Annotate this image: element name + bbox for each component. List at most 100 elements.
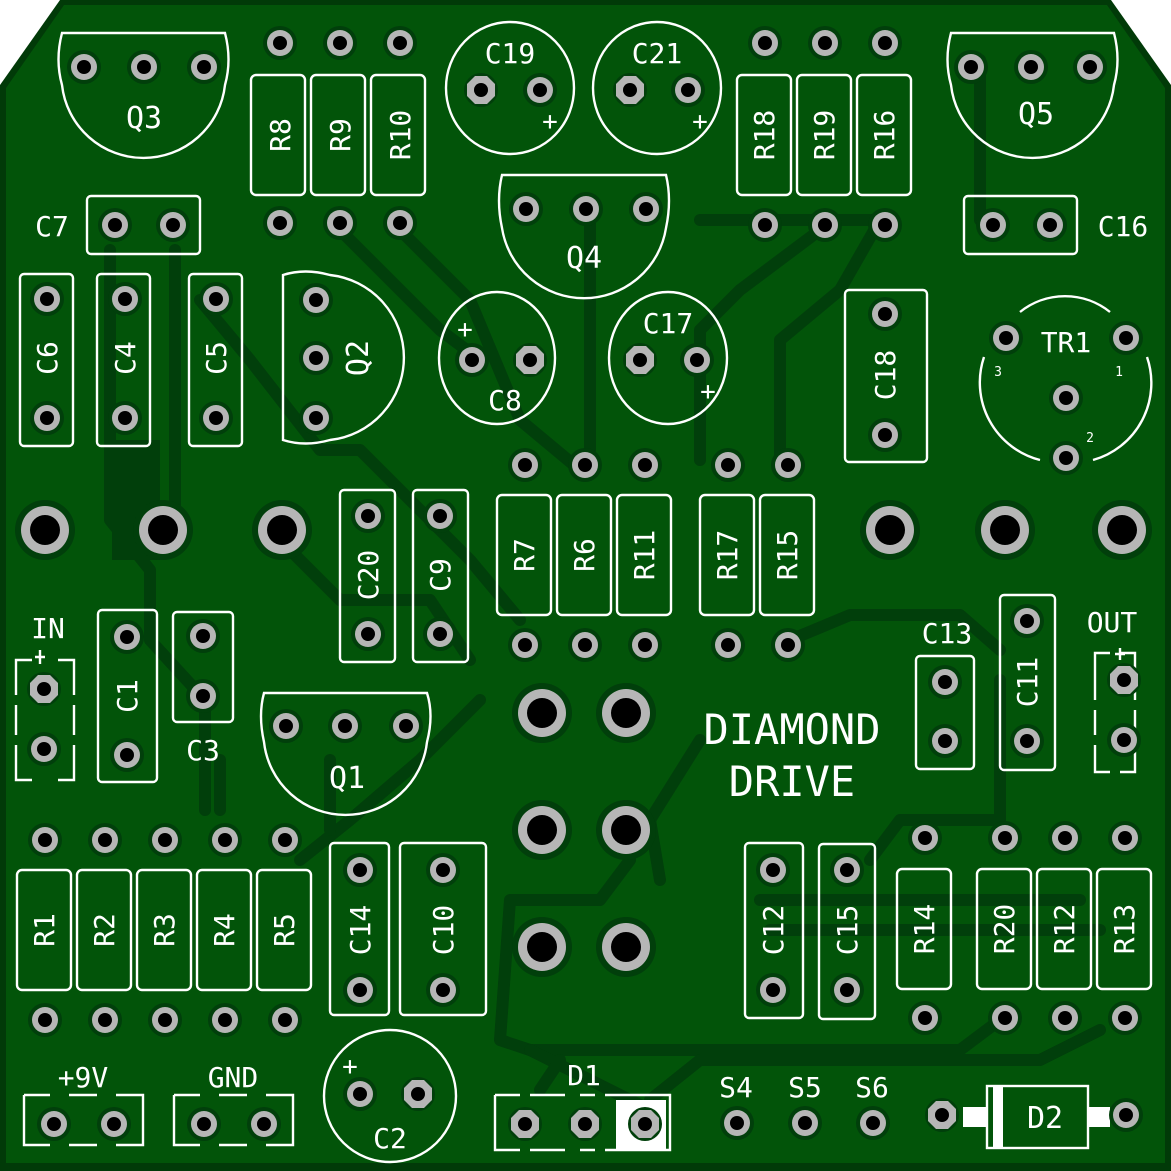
capacitor-c1[interactable]: C1 xyxy=(96,608,159,784)
resistor-r14[interactable]: R14 xyxy=(908,904,941,955)
c1-label: C1 xyxy=(111,679,144,713)
transistor-q3[interactable]: Q3 xyxy=(57,31,230,160)
transistor-q2[interactable]: Q2 xyxy=(281,270,406,445)
resistor-r10[interactable]: R10 xyxy=(384,110,417,161)
capacitor-c11[interactable]: C11 xyxy=(998,593,1057,772)
resistor-group-bottom-right: R14 R20 R12 R13 xyxy=(895,821,1153,1035)
electrolytic-c2[interactable]: C2 + xyxy=(322,1028,458,1164)
resistor-r1[interactable]: R1 xyxy=(28,913,61,947)
c2-plus-marker: + xyxy=(342,1052,358,1082)
power-label: +9V xyxy=(58,1061,109,1094)
c5-label: C5 xyxy=(200,341,233,375)
capacitor-c14[interactable]: C14 xyxy=(328,841,391,1017)
transistor-q5[interactable]: Q5 xyxy=(946,31,1119,160)
c18-label: C18 xyxy=(869,350,902,401)
c19-label: C19 xyxy=(485,37,536,70)
electrolytic-c19[interactable]: C19 + xyxy=(444,20,576,156)
d2-label: D2 xyxy=(1027,1101,1063,1136)
resistor-r4[interactable]: R4 xyxy=(208,913,241,947)
transistor-q4[interactable]: Q4 xyxy=(497,173,671,300)
capacitor-c13[interactable]: C13 xyxy=(914,617,976,771)
ground-label: GND xyxy=(208,1061,259,1094)
c8-label: C8 xyxy=(488,384,522,417)
s6-label: S6 xyxy=(855,1071,889,1104)
c12-label: C12 xyxy=(757,905,790,956)
capacitor-c10[interactable]: C10 xyxy=(398,841,488,1017)
resistor-r18[interactable]: R18 xyxy=(748,110,781,161)
capacitor-c6[interactable]: C6 xyxy=(18,272,75,448)
resistor-r6[interactable]: R6 xyxy=(568,538,601,572)
c9-label: C9 xyxy=(424,558,457,592)
c7-label: C7 xyxy=(35,210,69,243)
resistor-r7[interactable]: R7 xyxy=(508,538,541,572)
q1-label: Q1 xyxy=(329,761,365,796)
capacitor-c20[interactable]: C20 xyxy=(338,488,397,664)
resistor-r8[interactable]: R8 xyxy=(264,118,297,152)
s5-label: S5 xyxy=(788,1071,822,1104)
switch-pads[interactable]: S4 S5 S6 xyxy=(719,1071,890,1140)
resistor-r17[interactable]: R17 xyxy=(711,530,744,581)
resistor-r3[interactable]: R3 xyxy=(148,913,181,947)
c3-label: C3 xyxy=(186,734,220,767)
resistor-r5[interactable]: R5 xyxy=(268,913,301,947)
in-label: IN xyxy=(31,612,65,645)
resistor-r20[interactable]: R20 xyxy=(988,904,1021,955)
tr1-pin3-label: 3 xyxy=(994,365,1002,380)
c10-label: C10 xyxy=(427,905,460,956)
capacitor-c7[interactable]: C7 xyxy=(35,194,202,256)
capacitor-c12[interactable]: C12 xyxy=(743,841,805,1020)
connector-out[interactable]: OUT xyxy=(1087,606,1141,774)
component-d1[interactable]: D1 xyxy=(493,1059,672,1152)
title-line-2: DRIVE xyxy=(729,757,855,806)
capacitor-c4[interactable]: C4 xyxy=(95,272,152,448)
resistor-r16[interactable]: R16 xyxy=(868,110,901,161)
c20-label: C20 xyxy=(352,550,385,601)
connector-in[interactable]: IN xyxy=(14,612,76,782)
capacitor-c16[interactable]: C16 xyxy=(962,194,1148,256)
d2-cathode-band xyxy=(993,1087,1003,1147)
resistor-r11[interactable]: R11 xyxy=(628,530,661,581)
d1-label: D1 xyxy=(567,1059,601,1092)
c17-plus-marker: + xyxy=(700,377,716,407)
resistor-r2[interactable]: R2 xyxy=(88,913,121,947)
component-d2[interactable]: D2 xyxy=(925,1084,1143,1150)
q3-label: Q3 xyxy=(126,101,162,136)
resistor-r19[interactable]: R19 xyxy=(808,110,841,161)
c21-label: C21 xyxy=(632,37,683,70)
c8-plus-marker: + xyxy=(457,315,473,345)
resistor-r9[interactable]: R9 xyxy=(324,118,357,152)
capacitor-c3[interactable]: C3 xyxy=(171,610,235,767)
resistor-r13[interactable]: R13 xyxy=(1108,904,1141,955)
electrolytic-c21[interactable]: C21 + xyxy=(591,20,723,156)
c17-label: C17 xyxy=(643,307,694,340)
tr1-pin2-label: 2 xyxy=(1086,431,1094,446)
q5-label: Q5 xyxy=(1018,97,1054,132)
capacitor-c15[interactable]: C15 xyxy=(817,842,877,1021)
q4-label: Q4 xyxy=(566,241,602,276)
connector-gnd[interactable]: GND xyxy=(172,1061,295,1147)
s4-label: S4 xyxy=(719,1071,753,1104)
resistor-r15[interactable]: R15 xyxy=(771,530,804,581)
tr1-pin1-label: 1 xyxy=(1115,365,1123,380)
capacitor-c18[interactable]: C18 xyxy=(843,288,929,464)
electrolytic-c8[interactable]: C8 + xyxy=(437,290,557,426)
connector-9v[interactable]: +9V xyxy=(22,1061,145,1147)
electrolytic-c17[interactable]: C17 + xyxy=(607,290,729,426)
c13-label: C13 xyxy=(922,617,973,650)
q2-label: Q2 xyxy=(341,340,376,376)
capacitor-c9[interactable]: C9 xyxy=(411,488,470,664)
trimmer-tr1[interactable]: TR1 3 1 2 xyxy=(978,295,1153,475)
transistor-q1[interactable]: Q1 xyxy=(259,691,432,817)
c2-label: C2 xyxy=(373,1122,407,1155)
c11-label: C11 xyxy=(1011,657,1044,708)
capacitor-c5[interactable]: C5 xyxy=(187,272,244,448)
c19-plus-marker: + xyxy=(542,107,558,137)
resistor-group-bottom-left: R1 R2 R3 R4 R5 xyxy=(15,823,313,1037)
resistor-r12[interactable]: R12 xyxy=(1048,904,1081,955)
c15-label: C15 xyxy=(831,905,864,956)
resistor-group-middle: R7 R6 R11 R17 R15 xyxy=(495,448,816,662)
title-line-1: DIAMOND xyxy=(703,705,880,754)
tr1-label: TR1 xyxy=(1041,326,1092,359)
